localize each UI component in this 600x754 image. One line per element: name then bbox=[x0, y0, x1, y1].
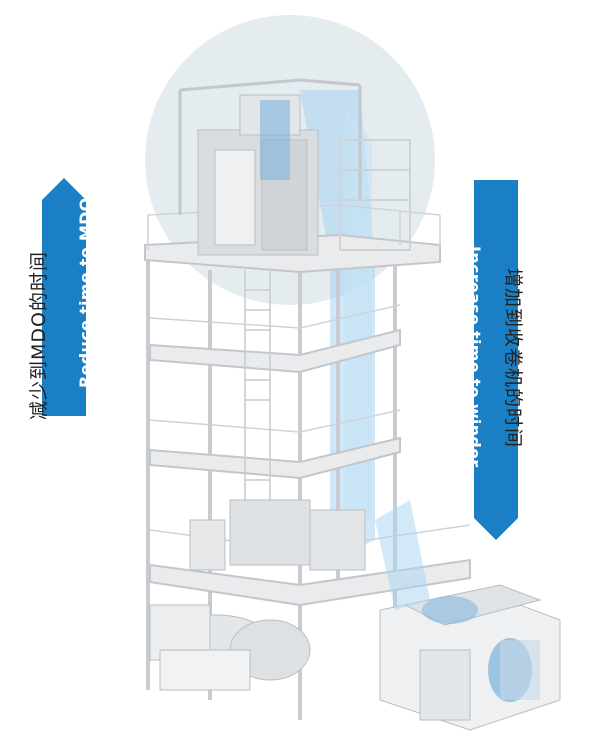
left-english-label: Reduce time to MDO bbox=[76, 197, 95, 388]
side-frame bbox=[339, 139, 411, 251]
winder-unit bbox=[379, 584, 561, 731]
arrow-down-icon bbox=[474, 180, 518, 540]
right-english-label: Increase time to winder bbox=[465, 246, 484, 468]
right-chinese-label: 增加到收卷机的时间 bbox=[502, 268, 524, 449]
haul-off-unit bbox=[178, 78, 362, 256]
arrow-up-icon bbox=[42, 178, 86, 416]
left-chinese-label: 减少到MDO的时间 bbox=[28, 251, 50, 420]
inner-ladder bbox=[244, 270, 271, 520]
extruder-section bbox=[149, 499, 366, 691]
